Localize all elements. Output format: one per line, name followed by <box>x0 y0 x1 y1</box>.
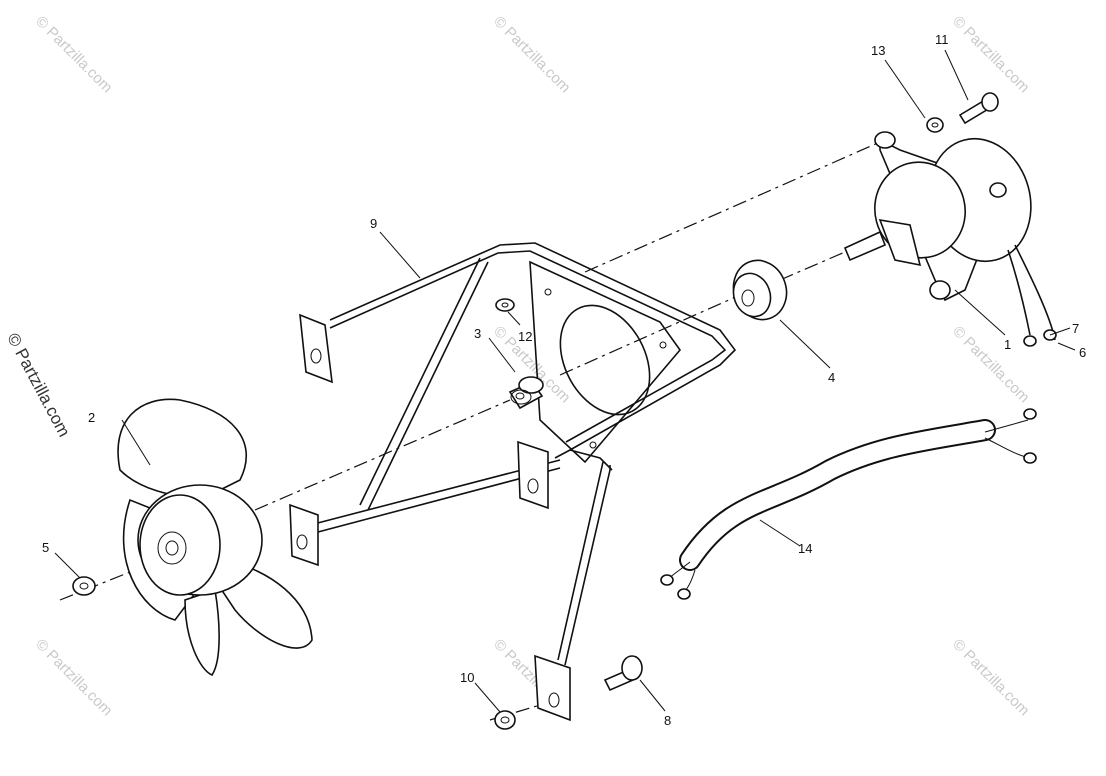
nut-10 <box>494 710 516 730</box>
washer-13 <box>926 117 944 133</box>
label-part-7: 7 <box>1072 321 1079 336</box>
leader-lines <box>54 49 1076 713</box>
label-part-2: 2 <box>88 410 95 425</box>
label-part-3: 3 <box>474 326 481 341</box>
fan-nut-5 <box>72 576 96 596</box>
watermark-3: © Partzilla.com <box>949 13 1032 96</box>
watermark-8: © Partzilla.com <box>949 636 1032 719</box>
label-part-1: 1 <box>1004 337 1011 352</box>
label-part-6: 6 <box>1079 345 1086 360</box>
watermark-6: © Partzilla.com <box>32 636 115 719</box>
label-part-4: 4 <box>828 370 835 385</box>
watermarks: © Partzilla.com © Partzilla.com © Partzi… <box>32 13 1032 719</box>
watermark-2: © Partzilla.com <box>490 13 573 96</box>
label-part-13: 13 <box>871 43 885 58</box>
label-part-12: 12 <box>518 329 532 344</box>
mounting-bracket-frame <box>289 242 737 722</box>
watermark-1: © Partzilla.com <box>32 13 115 96</box>
nut-12 <box>495 298 515 312</box>
bolt-8 <box>603 655 643 692</box>
label-part-8: 8 <box>664 713 671 728</box>
fan-motor <box>843 131 1057 347</box>
screw-11 <box>958 92 999 125</box>
label-part-14: 14 <box>798 541 812 556</box>
label-part-10: 10 <box>460 670 474 685</box>
label-part-9: 9 <box>370 216 377 231</box>
label-part-5: 5 <box>42 540 49 555</box>
watermark-5: © Partzilla.com <box>949 323 1032 406</box>
grommet <box>732 259 788 321</box>
part-labels: 9 3 12 4 1 7 6 13 11 14 5 2 8 10 <box>42 32 1086 728</box>
spacer <box>508 376 544 410</box>
label-part-11: 11 <box>935 32 949 47</box>
fan-blade <box>117 398 313 676</box>
wire-harness <box>660 408 1037 600</box>
